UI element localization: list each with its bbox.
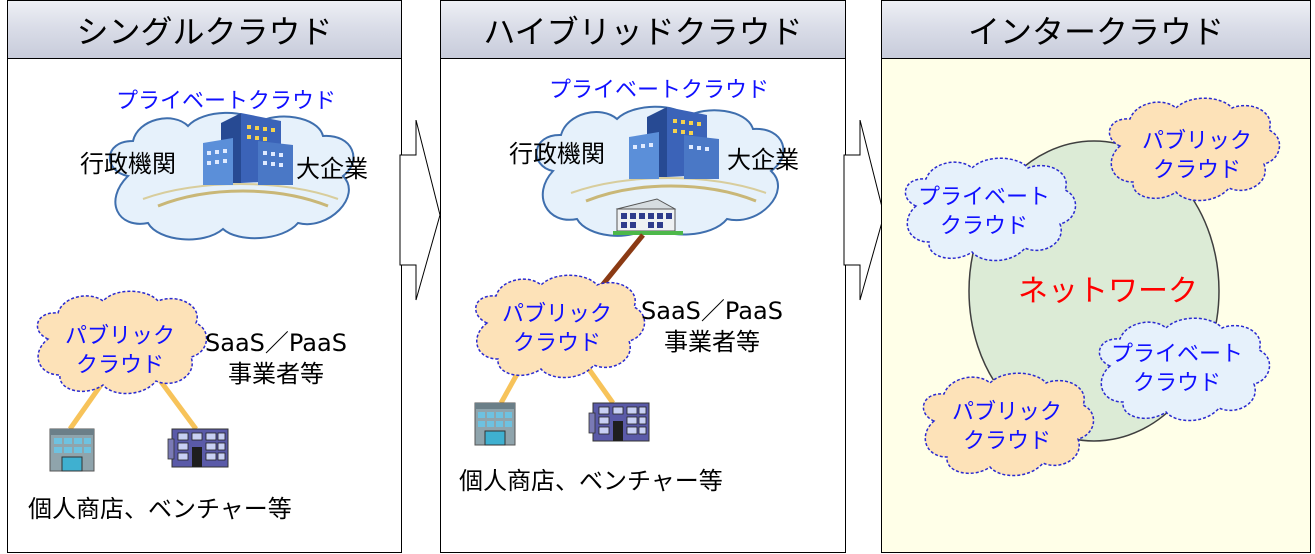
provider-label-line2: 事業者等 xyxy=(227,360,324,389)
small-business-label: 個人商店、ベンチャー等 xyxy=(459,467,723,495)
arrow-right-icon xyxy=(843,120,885,301)
hybrid-cloud-graphics xyxy=(474,105,785,446)
panel-single-cloud: シングルクラウド xyxy=(7,0,402,553)
panel-title-text: シングルクラウド xyxy=(76,12,333,51)
inter-cloud-label: プライベート クラウド xyxy=(1107,341,1247,398)
inter-cloud-label-line2: クラウド xyxy=(939,213,1028,239)
datacenter-building-icon xyxy=(613,198,683,235)
provider-label: SaaS／PaaS 事業者等 xyxy=(205,328,347,390)
panel-title: ハイブリッドクラウド xyxy=(441,1,845,59)
public-cloud-label: パブリック クラウド xyxy=(60,323,180,380)
inter-cloud-graphics xyxy=(904,97,1281,477)
arrow-right-icon xyxy=(399,120,441,301)
inter-cloud-label: パブリック クラウド xyxy=(937,399,1077,456)
shop-building-icon xyxy=(49,428,95,472)
public-cloud-label-line2: クラウド xyxy=(512,330,601,356)
provider-label-line2: 事業者等 xyxy=(663,328,760,357)
public-cloud-shape xyxy=(36,290,208,395)
connector-line xyxy=(153,373,199,431)
office-buildings-icon xyxy=(629,107,719,179)
single-cloud-graphics xyxy=(36,111,355,472)
inter-cloud-label: パブリック クラウド xyxy=(1127,128,1267,185)
enterprise-label: 大企業 xyxy=(296,155,368,183)
inter-cloud-label-line1: パブリック xyxy=(951,400,1062,425)
inter-cloud-label-line2: クラウド xyxy=(962,428,1051,454)
panel-title-text: インタークラウド xyxy=(967,12,1224,51)
venture-building-icon xyxy=(167,428,229,468)
network-label: ネットワーク xyxy=(1018,274,1198,309)
public-cloud-shape xyxy=(475,274,646,379)
public-cloud-label-line1: パブリック xyxy=(501,302,612,327)
public-cloud-shape xyxy=(922,372,1095,477)
provider-label-line1: SaaS／PaaS xyxy=(205,329,347,357)
shop-building-icon xyxy=(474,402,516,446)
provider-label: SaaS／PaaS 事業者等 xyxy=(641,296,783,358)
panel-title: インタークラウド xyxy=(882,1,1310,59)
government-label: 行政機関 xyxy=(509,140,605,168)
public-cloud-label-line2: クラウド xyxy=(75,352,164,378)
panel-title-text: ハイブリッドクラウド xyxy=(483,12,803,51)
public-cloud-shape xyxy=(1108,97,1281,202)
enterprise-label: 大企業 xyxy=(727,146,799,174)
private-cloud-label: プライベートクラウド xyxy=(549,78,770,103)
inter-cloud-label-line2: クラウド xyxy=(1132,370,1221,396)
office-buildings-icon xyxy=(203,113,293,185)
inter-cloud-label: プライベート クラウド xyxy=(914,184,1054,241)
panel-title: シングルクラウド xyxy=(8,1,401,59)
public-cloud-label-line1: パブリック xyxy=(64,324,175,349)
inter-cloud-label-line1: プライベート xyxy=(917,185,1050,210)
panel-hybrid-cloud: ハイブリッドクラウド xyxy=(440,0,846,553)
public-cloud-label: パブリック クラウド xyxy=(497,301,617,358)
panel-inter-cloud: インタークラウド パブリック クラウド プライベート クラウド ネットワーク プ… xyxy=(881,0,1311,553)
inter-cloud-label-line1: プライベート xyxy=(1110,342,1243,367)
government-label: 行政機関 xyxy=(80,150,176,178)
provider-label-line1: SaaS／PaaS xyxy=(641,297,783,325)
inter-cloud-label-line1: パブリック xyxy=(1141,129,1252,154)
inter-cloud-label-line2: クラウド xyxy=(1152,157,1241,183)
private-cloud-shape xyxy=(1098,317,1271,422)
small-business-label: 個人商店、ベンチャー等 xyxy=(28,495,292,523)
private-cloud-shape xyxy=(904,157,1077,262)
venture-building-icon xyxy=(588,402,650,442)
private-cloud-label: プライベートクラウド xyxy=(116,89,337,114)
